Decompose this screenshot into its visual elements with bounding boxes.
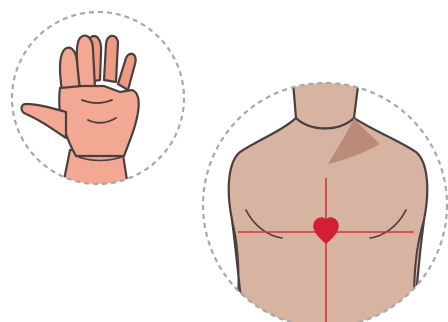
thumb (22, 104, 67, 138)
chest-target-panel (203, 70, 447, 322)
neck (292, 70, 360, 129)
front-hand-fingers (60, 36, 95, 92)
hand-placement-panel (12, 12, 184, 200)
palm (59, 86, 139, 156)
interlocked-hands-icon (22, 36, 139, 200)
